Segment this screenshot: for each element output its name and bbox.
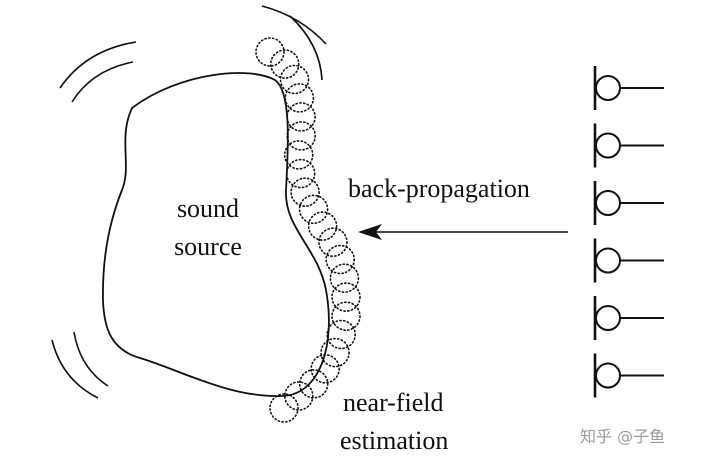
microphone-head <box>595 247 621 274</box>
radiation-arc-top-right-inner <box>289 15 323 81</box>
near-field-estimation-label-line2: estimation <box>340 426 448 455</box>
estimation-point <box>326 319 357 350</box>
arrow-head <box>358 224 382 240</box>
back-propagation-arrow <box>358 224 568 240</box>
estimation-point <box>255 37 285 67</box>
estimation-point <box>325 244 356 275</box>
radiation-arc-bottom-left-outer <box>51 339 99 399</box>
estimation-point <box>298 194 329 225</box>
microphone-array <box>593 66 664 398</box>
microphone <box>593 66 664 110</box>
microphone <box>593 238 664 283</box>
microphone-head <box>595 75 621 101</box>
estimation-point <box>290 177 320 207</box>
estimation-point <box>279 64 310 95</box>
radiation-arcs <box>51 5 327 399</box>
estimation-point <box>331 301 361 332</box>
near-field-estimation-label-line1: near-field <box>343 388 444 417</box>
estimation-point <box>283 140 314 170</box>
microphone-head <box>595 132 621 159</box>
microphone-head <box>595 362 621 389</box>
microphone <box>593 353 664 398</box>
estimation-point <box>283 381 314 411</box>
estimation-point <box>329 263 360 294</box>
sound-source-label-line2: source <box>174 232 242 261</box>
radiation-arc-top-left-outer <box>59 41 137 89</box>
microphone <box>593 296 664 340</box>
estimation-point <box>331 282 361 312</box>
estimation-point <box>318 227 348 257</box>
watermark: 知乎 @子鱼 <box>580 427 665 446</box>
estimation-point <box>286 102 316 132</box>
estimation-point <box>269 393 299 423</box>
microphone <box>593 123 664 168</box>
microphone-head <box>595 190 621 216</box>
estimation-point <box>284 83 315 113</box>
sound-source-label-line1: sound <box>177 194 239 223</box>
radiation-arc-top-left-inner <box>71 61 134 103</box>
radiation-arc-top-right-outer <box>261 5 327 45</box>
near-field-estimation-points <box>255 37 361 423</box>
estimation-point <box>307 211 338 241</box>
estimation-point <box>310 353 341 384</box>
estimation-point <box>269 49 300 79</box>
radiation-arc-bottom-left-inner <box>73 331 109 387</box>
estimation-point <box>320 337 350 368</box>
microphone <box>593 181 664 225</box>
back-propagation-label: back-propagation <box>348 174 530 203</box>
estimation-point <box>285 158 316 189</box>
microphone-head <box>595 305 621 331</box>
sound-source-shape <box>102 72 330 397</box>
estimation-point <box>298 369 329 399</box>
estimation-point <box>286 121 317 151</box>
